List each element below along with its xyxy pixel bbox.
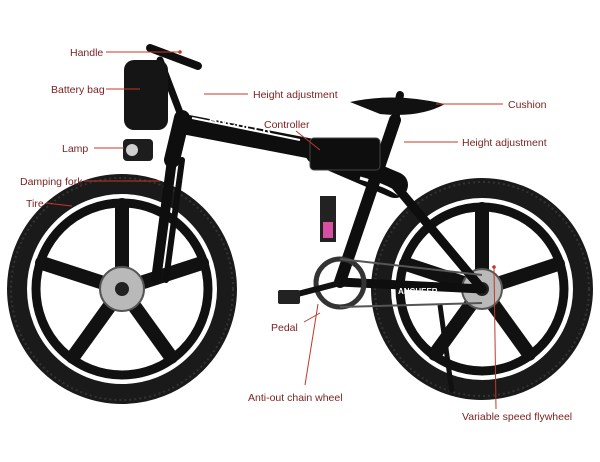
leader-variable-speed-flywheel — [493, 266, 497, 410]
leader-controller — [295, 130, 321, 151]
lamp-lens — [126, 144, 138, 156]
brand-chainstay: ANCHEER — [398, 287, 438, 296]
front-wheel — [7, 174, 237, 404]
fork-leg — [151, 155, 177, 285]
battery-bag-shape — [124, 60, 168, 130]
label-damping-fork: Damping fork — [20, 176, 83, 188]
labels: Handle Battery bag Height adjustment Con… — [20, 47, 572, 423]
leader-tire — [45, 202, 73, 207]
fork-leg-2 — [163, 157, 185, 283]
label-lamp: Lamp — [62, 143, 88, 155]
leader-dot — [178, 50, 182, 54]
front-tire — [7, 174, 237, 404]
front-hub — [115, 282, 129, 296]
label-battery-bag: Battery bag — [51, 84, 105, 96]
label-height-adjustment-stem: Height adjustment — [253, 89, 338, 101]
label-anti-out-chain-wheel: Anti-out chain wheel — [248, 392, 343, 404]
label-handle: Handle — [70, 47, 103, 59]
leader-anti-out-chain-wheel — [304, 303, 319, 386]
seat-tube — [334, 114, 401, 288]
pedal-shape — [278, 290, 300, 304]
front-tire-tread — [10, 177, 234, 401]
leader-pedal — [303, 312, 321, 323]
top-tube-stripe — [191, 117, 301, 141]
saddle — [350, 97, 445, 115]
head-tube — [164, 110, 190, 168]
label-tire: Tire — [26, 198, 44, 210]
chain — [339, 258, 483, 308]
label-variable-speed-flywheel: Variable speed flywheel — [462, 411, 572, 423]
frame: ANCHEER ANCHEER — [123, 44, 487, 393]
top-tube — [178, 115, 328, 160]
controller-box — [309, 137, 381, 171]
leader-lines — [45, 50, 503, 410]
rear-shock-spring — [323, 222, 333, 238]
label-height-adjustment-seat: Height adjustment — [462, 137, 547, 149]
label-cushion: Cushion — [508, 99, 547, 111]
rear-tire-tread — [374, 181, 590, 397]
leader-dot — [492, 265, 496, 269]
seat-stay — [390, 180, 487, 294]
kickstand — [437, 304, 455, 393]
label-controller: Controller — [264, 119, 310, 131]
rear-tire — [371, 178, 593, 400]
label-pedal: Pedal — [271, 322, 298, 334]
handlebar — [146, 44, 202, 70]
